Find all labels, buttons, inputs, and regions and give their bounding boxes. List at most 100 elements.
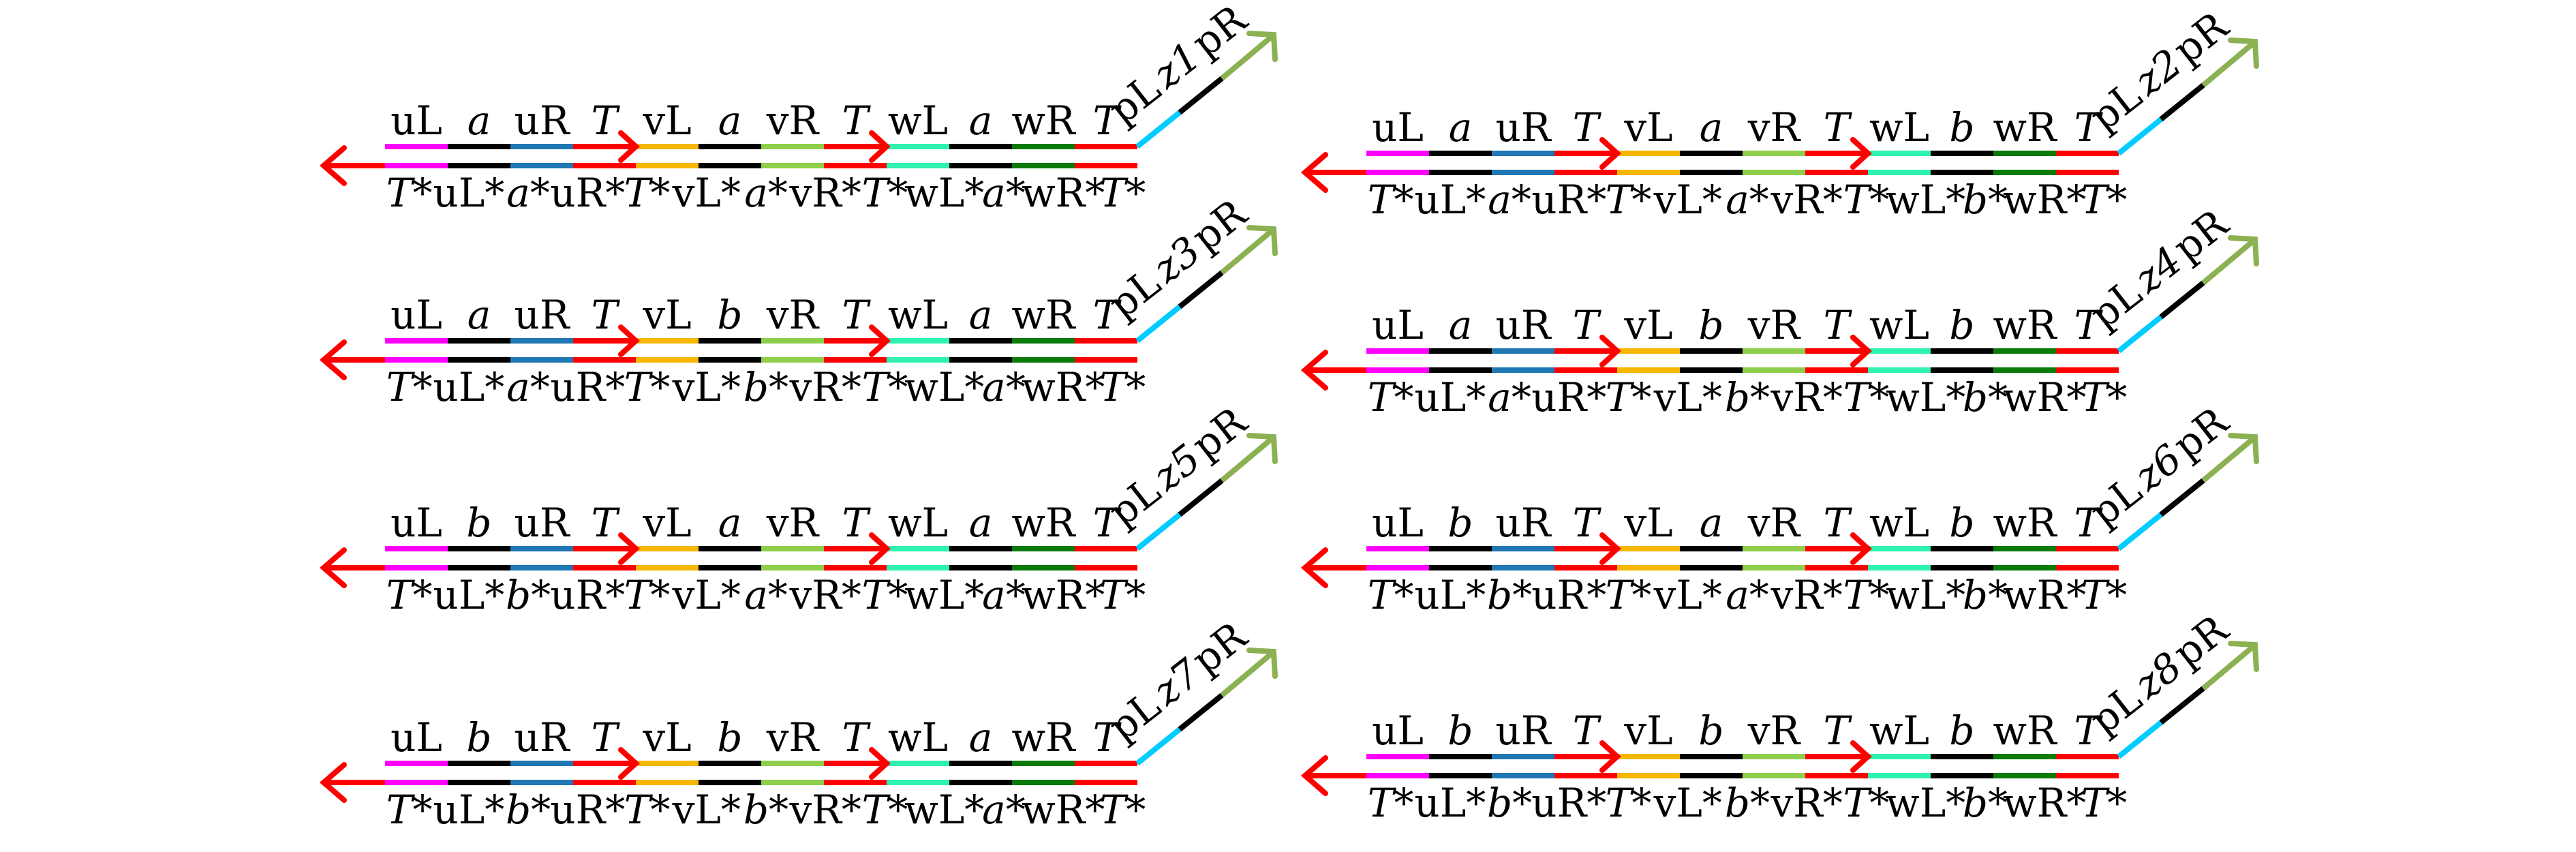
domain-label: T — [1573, 104, 1602, 151]
domain-label: uL — [1372, 500, 1424, 546]
output-arrowhead-icon — [2228, 641, 2259, 672]
domain-label: b — [1698, 708, 1723, 754]
domain-label: uR — [1495, 708, 1552, 754]
complement-label: T* — [1843, 374, 1890, 421]
domain-label: T — [1824, 302, 1853, 348]
domain-label: wR — [1011, 500, 1077, 546]
left-arrowhead-icon — [1300, 755, 1328, 796]
domain-label: wR — [1993, 708, 2058, 754]
complement-label: b* — [1487, 780, 1532, 826]
complement-label: T* — [624, 170, 671, 216]
complement-label: wR* — [2003, 374, 2086, 421]
domain-label: T — [2074, 708, 2104, 754]
complement-label: vL* — [672, 170, 741, 216]
complement-label: T* — [1843, 780, 1890, 826]
domain-label: vL — [642, 500, 691, 546]
domain-label: b — [1447, 708, 1473, 754]
domain-label: b — [466, 714, 491, 761]
complement-label: vR* — [789, 787, 861, 833]
domain-label: uR — [514, 500, 570, 546]
complement-label: vR* — [1770, 177, 1843, 223]
complement-label: vR* — [1770, 572, 1843, 618]
complement-label: a* — [506, 170, 550, 216]
left-arrowhead-icon — [319, 762, 347, 803]
domain-label: vR — [1747, 104, 1802, 151]
pR-segment — [1220, 228, 1274, 275]
complement-label: wL* — [1886, 572, 1965, 618]
complement-label: a* — [1726, 177, 1769, 223]
complement-label: T* — [1606, 177, 1652, 223]
output-arrowhead-icon — [1246, 31, 1278, 62]
domain-label: T — [592, 292, 621, 338]
domain-label: a — [969, 500, 993, 546]
left-arrowhead-icon — [1300, 350, 1328, 391]
pL-segment — [1135, 512, 1182, 551]
domain-label: b — [1447, 500, 1473, 546]
complement-label: uL* — [433, 572, 504, 618]
complement-label: wL* — [904, 787, 984, 833]
complement-label: a* — [982, 572, 1026, 618]
output-arrowhead-icon — [1246, 433, 1278, 464]
pL-segment — [2117, 117, 2163, 156]
complement-label: uL* — [433, 787, 504, 833]
domain-label: uL — [390, 714, 442, 761]
left-arrowhead-icon — [1300, 152, 1328, 193]
complement-label: T* — [2081, 780, 2128, 826]
domain-label: T — [1824, 104, 1853, 151]
complement-label: T* — [386, 170, 433, 216]
complement-label: b* — [506, 787, 551, 833]
complement-label: vL* — [672, 364, 741, 410]
complement-label: T* — [862, 364, 908, 410]
domain-label: T — [2074, 104, 2104, 151]
complement-label: b* — [506, 572, 551, 618]
complement-label: T* — [1368, 374, 1414, 421]
domain-label: T — [592, 714, 621, 761]
complement-label: vL* — [672, 787, 741, 833]
complement-label: T* — [624, 787, 671, 833]
complement-label: T* — [386, 364, 433, 410]
complement-label: T* — [1368, 177, 1414, 223]
domain-label: a — [1700, 500, 1723, 546]
domain-label: b — [1698, 302, 1723, 348]
domain-label: uL — [390, 500, 442, 546]
domain-label: vR — [1747, 708, 1802, 754]
complement-label: T* — [2081, 177, 2128, 223]
complement-label: uL* — [433, 170, 504, 216]
domain-label: a — [969, 292, 993, 338]
domain-label: a — [467, 97, 491, 144]
z-segment — [2159, 478, 2205, 517]
domain-label: vL — [1623, 302, 1672, 348]
domain-label: wL — [888, 97, 948, 144]
complement-label: b* — [1963, 177, 2008, 223]
domain-label: b — [1949, 104, 1974, 151]
pL-segment — [1135, 110, 1182, 149]
domain-label: vR — [766, 500, 821, 546]
complement-label: vL* — [1653, 374, 1722, 421]
domain-label: vL — [1623, 104, 1672, 151]
z-segment — [1178, 76, 1224, 115]
domain-label: b — [717, 292, 742, 338]
domain-label: T — [2074, 500, 2104, 546]
domain-label: T — [1093, 714, 1122, 761]
domain-label: a — [718, 97, 742, 144]
domain-label: T — [1093, 500, 1122, 546]
complement-label: uL* — [1414, 177, 1486, 223]
arrowhead-icon — [1850, 740, 1872, 773]
complement-label: uR* — [1531, 780, 1606, 826]
domain-label: T — [1093, 292, 1122, 338]
complement-label: T* — [1843, 177, 1890, 223]
complement-label: vR* — [789, 572, 861, 618]
complement-label: vL* — [1653, 177, 1722, 223]
complement-label: wL* — [1886, 374, 1965, 421]
complement-label: uL* — [433, 364, 504, 410]
arrowhead-icon — [869, 532, 891, 565]
complement-label: wL* — [1886, 177, 1965, 223]
output-arrowhead-icon — [1246, 225, 1278, 256]
domain-label: wL — [1869, 104, 1929, 151]
arrowhead-icon — [869, 130, 891, 163]
complement-label: b* — [1725, 374, 1770, 421]
complement-label: T* — [624, 572, 671, 618]
